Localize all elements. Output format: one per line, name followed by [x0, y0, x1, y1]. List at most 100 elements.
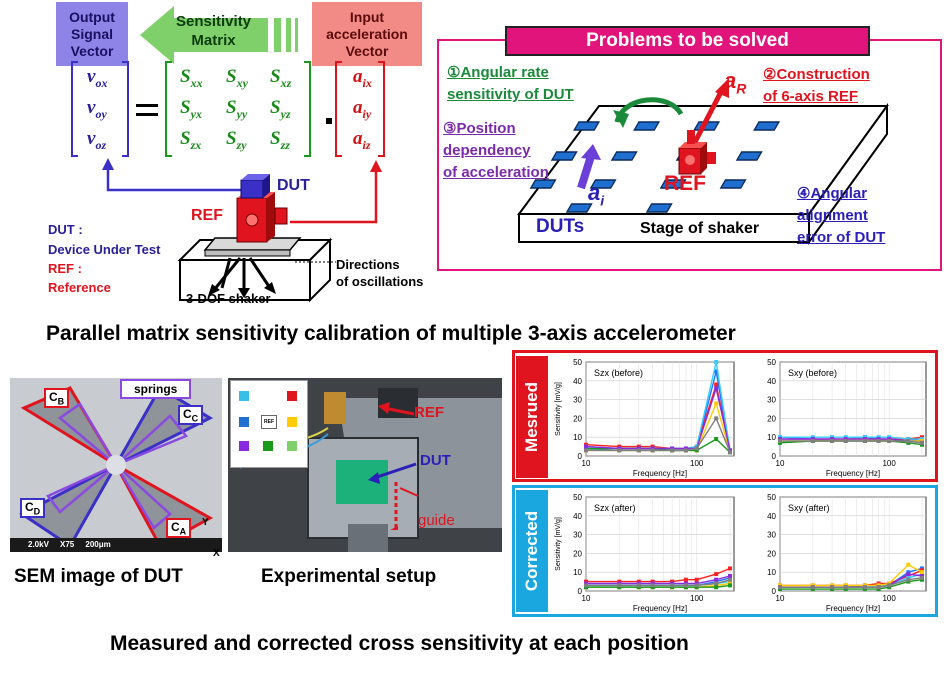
data-point: [694, 583, 699, 588]
data-point: [714, 437, 719, 442]
a-i-sub: i: [600, 192, 605, 209]
sem-axis-x: X: [213, 548, 220, 559]
data-point: [714, 581, 719, 586]
y-tick-label: 10: [573, 433, 582, 442]
y-tick-label: 30: [767, 531, 776, 540]
data-point: [714, 585, 719, 590]
v-oy-symbol: v: [87, 97, 96, 118]
setup-inset: REF: [230, 380, 308, 468]
data-point: [714, 577, 719, 582]
s-zy: zy: [236, 137, 247, 152]
ca-symbol: C: [171, 520, 180, 534]
sem-ca-label: CA: [166, 518, 192, 539]
a-r-label: aR: [724, 68, 746, 96]
chart-title: Szx (after): [594, 503, 636, 513]
data-point: [830, 438, 835, 443]
corrected-tab: Corrected: [516, 490, 548, 612]
cc-symbol: C: [183, 407, 192, 421]
data-point: [887, 583, 892, 588]
y-tick-label: 0: [772, 587, 777, 596]
legend-dut-key: DUT :: [48, 222, 83, 237]
shaker-label: 3-DOF shaker: [186, 291, 271, 306]
y-tick-label: 50: [573, 493, 582, 502]
inset-pad-6: [263, 441, 273, 451]
s-xx: xx: [190, 75, 203, 90]
setup-dut-label: DUT: [420, 452, 451, 469]
data-point: [843, 585, 848, 590]
inset-pad-3: [239, 417, 249, 427]
problems-title: Problems to be solved: [586, 30, 789, 51]
sem-caption: SEM image of DUT: [14, 566, 183, 587]
problem-1-label: ①Angular rate sensitivity of DUT: [447, 64, 574, 103]
data-point: [714, 386, 719, 391]
x-tick-label: 100: [690, 459, 704, 468]
s-zz: zz: [280, 137, 290, 152]
x-axis-label: Frequency [Hz]: [633, 604, 687, 613]
inset-ref: REF: [261, 415, 277, 429]
shaker-stage-diagram: [517, 78, 889, 246]
y-tick-label: 50: [767, 493, 776, 502]
a-r-symbol: a: [724, 68, 737, 93]
y-tick-label: 30: [767, 396, 776, 405]
headline-results: Measured and corrected cross sensitivity…: [110, 632, 689, 655]
oscillation-label: Directions of oscillations: [336, 257, 424, 289]
y-tick-label: 20: [573, 549, 582, 558]
matrix-brackets: [71, 61, 385, 157]
setup-caption: Experimental setup: [261, 566, 437, 587]
setup-ref-label: REF: [414, 404, 444, 421]
data-point: [714, 401, 719, 406]
ref-label-left: REF: [191, 207, 223, 224]
a-iy: iy: [362, 106, 372, 121]
x-tick-label: 100: [882, 459, 896, 468]
cb-symbol: C: [49, 390, 58, 404]
data-point: [683, 577, 688, 582]
problem-3-label: ③Position dependency of acceleration: [443, 120, 549, 181]
s-yz: yz: [280, 106, 291, 121]
x-tick-label: 10: [582, 594, 591, 603]
x-tick-label: 10: [776, 459, 785, 468]
input-vector-label: Input acceleration Vector: [326, 8, 408, 59]
data-point: [906, 438, 911, 443]
y-tick-label: 20: [573, 414, 582, 423]
v-oy-sub: oy: [95, 106, 107, 121]
a-i-symbol: a: [588, 180, 601, 205]
data-point: [714, 572, 719, 577]
sem-axis-y: Y: [202, 517, 209, 528]
data-point: [906, 562, 911, 567]
sensitivity-matrix-arrow: [140, 6, 298, 64]
data-point: [670, 583, 675, 588]
data-point: [862, 438, 867, 443]
a-r-sub: R: [736, 80, 747, 97]
data-point: [778, 585, 782, 590]
data-point: [617, 583, 622, 588]
y-tick-label: 0: [772, 452, 777, 461]
data-point: [728, 450, 732, 455]
data-point: [778, 438, 782, 443]
v-oz-sub: oz: [95, 137, 107, 152]
y-tick-label: 20: [767, 549, 776, 558]
y-tick-label: 30: [573, 396, 582, 405]
cc-sub: C: [191, 413, 199, 424]
duts-label: DUTs: [536, 216, 585, 237]
data-point: [810, 585, 815, 590]
data-point: [920, 440, 924, 445]
y-tick-label: 40: [573, 377, 582, 386]
measured-tab: Mesrued: [516, 356, 548, 478]
data-point: [636, 583, 641, 588]
chart-title: Sxy (before): [788, 368, 837, 378]
cd-sub: D: [33, 506, 41, 517]
y-tick-label: 50: [767, 358, 776, 367]
input-vector-box: Input acceleration Vector: [312, 2, 422, 66]
data-point: [714, 416, 719, 421]
inset-pad-5: [239, 441, 249, 451]
cb-sub: B: [57, 396, 65, 407]
corrected-panel: [512, 485, 938, 617]
x-tick-label: 10: [776, 594, 785, 603]
v-oz-symbol: v: [87, 128, 96, 149]
s-zx: zx: [190, 137, 202, 152]
ref-label-stage: REF: [664, 172, 706, 195]
